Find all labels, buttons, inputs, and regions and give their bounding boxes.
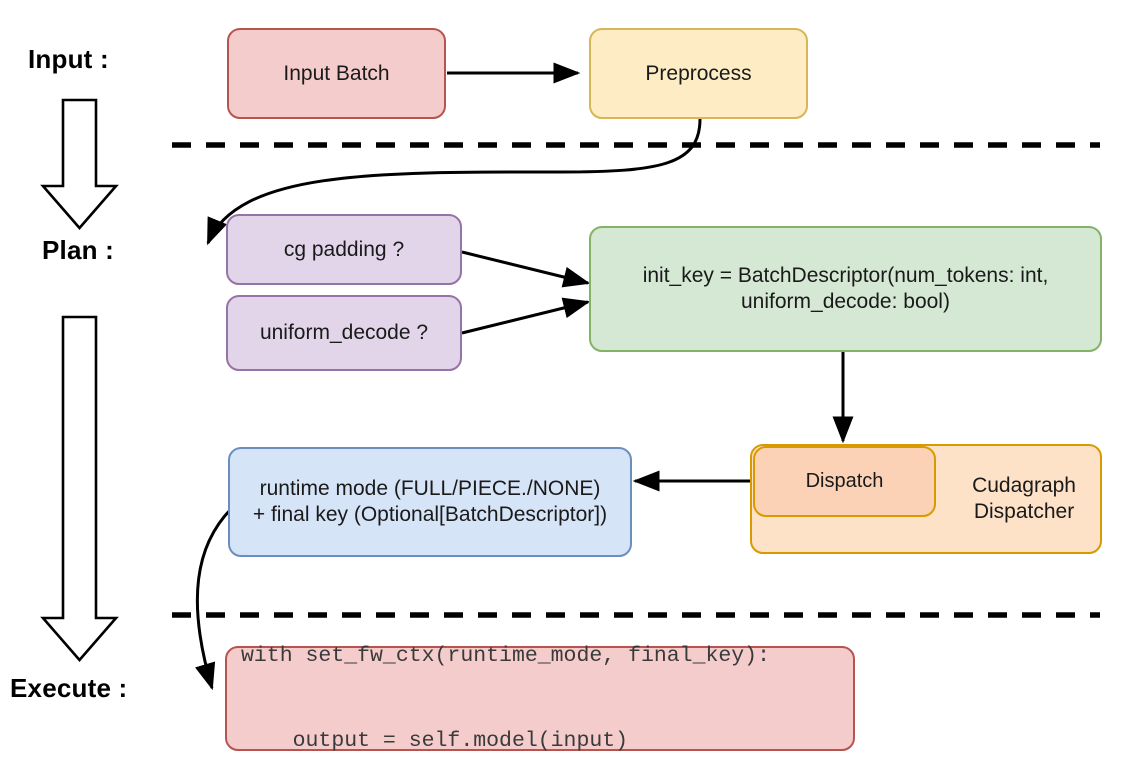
- cg-padding-to-init-key: [461, 250, 591, 288]
- node-dispatch[interactable]: Dispatch: [753, 446, 936, 517]
- node-cg-padding[interactable]: cg padding ?: [226, 214, 462, 285]
- node-init-key-line2: uniform_decode: bool): [741, 290, 950, 313]
- node-uniform-decode-label: uniform_decode ?: [259, 321, 429, 345]
- node-cg-padding-label: cg padding ?: [283, 237, 405, 261]
- node-dispatch-label: Dispatch: [805, 470, 884, 493]
- node-runtime-mode-line1: runtime mode (FULL/PIECE./NONE): [259, 477, 601, 501]
- stage-label-input: Input :: [28, 44, 109, 74]
- stage-label-plan: Plan :: [42, 235, 114, 265]
- uniform-decode-to-init-key: [461, 297, 591, 335]
- node-runtime-mode[interactable]: runtime mode (FULL/PIECE./NONE) + final …: [228, 447, 632, 557]
- node-input-batch-label: Input Batch: [283, 61, 390, 85]
- node-execute-code-line1: with set_fw_ctx(runtime_mode, final_key)…: [241, 643, 770, 668]
- node-uniform-decode[interactable]: uniform_decode ?: [226, 295, 462, 371]
- node-preprocess-label: Preprocess: [645, 61, 752, 85]
- node-cudagraph-dispatcher-line2: Dispatcher: [973, 500, 1075, 523]
- node-execute-code-line2: output = self.model(input): [241, 728, 629, 753]
- node-cudagraph-dispatcher-line1: Cudagraph: [972, 474, 1076, 498]
- node-init-key[interactable]: init_key = BatchDescriptor(num_tokens: i…: [589, 226, 1102, 352]
- node-runtime-mode-line2: + final key (Optional[BatchDescriptor]): [252, 503, 608, 526]
- node-preprocess[interactable]: Preprocess: [589, 28, 808, 119]
- node-execute-code[interactable]: with set_fw_ctx(runtime_mode, final_key)…: [225, 644, 855, 753]
- plan-to-execute-arrow: [40, 315, 119, 662]
- input-to-plan-arrow: [40, 98, 119, 230]
- node-input-batch[interactable]: Input Batch: [227, 28, 446, 119]
- node-init-key-line1: init_key = BatchDescriptor(num_tokens: i…: [642, 264, 1049, 288]
- stage-label-execute: Execute :: [10, 673, 128, 703]
